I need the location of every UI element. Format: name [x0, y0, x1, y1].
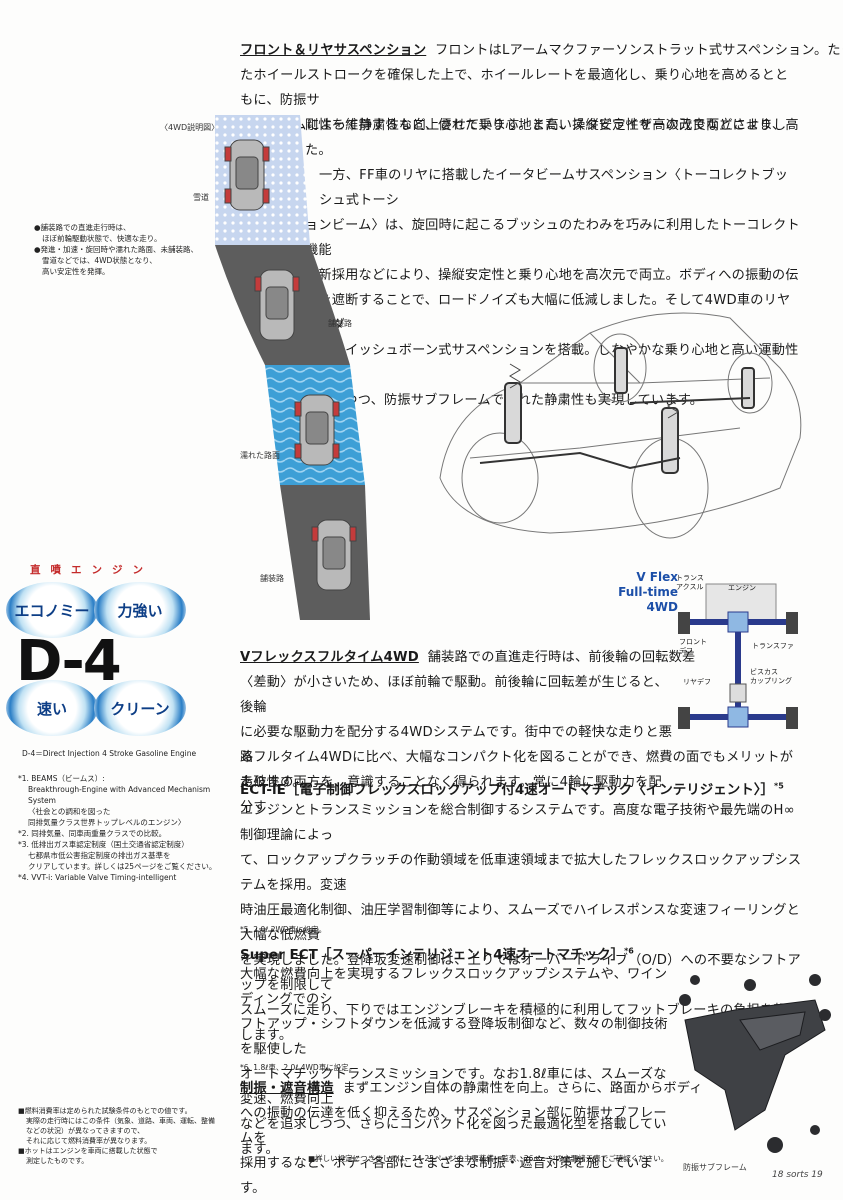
drivetrain-title: V Flex Full-time 4WD	[618, 570, 678, 614]
car-icon	[224, 139, 270, 211]
d4-caption: D-4＝Direct Injection 4 Stroke Gasoline E…	[22, 749, 197, 758]
suspension-car-illustration	[439, 312, 802, 539]
label-paved: 舗装路	[260, 574, 284, 583]
ect-heading: ECT-iE［電子制御フレックスロックアップ付4速オートマチック〈インテリジェン…	[240, 781, 784, 799]
ect-body: エンジンとトランスミッションを総合制御するシステムです。高度な電子技術や最先端の…	[240, 803, 802, 1043]
fourwd-note: ●舗装路での直進走行時は、 ほぼ前輪駆動状態で、快適な走り。 ●発進・加速・旋回…	[34, 223, 199, 276]
d4-power: 力強い	[94, 582, 186, 638]
label-paved: 舗装路	[328, 319, 352, 328]
suspension-line: たホイールストロークを確保した上で、ホイールレートを最適化し、乗り心地を高めると…	[240, 68, 789, 108]
bottom-note: ■詳しい設定につきましては、24-25ページの主要装備一覧表、26ページの主要諸…	[308, 1154, 669, 1163]
label-rear-diff: リヤデフ	[683, 678, 711, 686]
superect-heading: Super ECT［スーパーインテリジェント4速オートマチック］*6	[240, 946, 634, 964]
suspension-heading: フロント＆リヤサスペンション	[240, 43, 427, 58]
footnotes: *1. BEAMS（ビームス）: Breakthrough-Engine wit…	[18, 774, 217, 882]
vflex-heading: Vフレックスフルタイム4WD	[240, 650, 419, 665]
label-transfer: トランスファ	[752, 642, 794, 650]
vflex-section: Vフレックスフルタイム4WD 舗装路での直進走行時は、前後輪の回転数差 〈差動〉…	[240, 645, 695, 820]
superect-note: *6. 1.8ℓ車、2.0ℓ 4WD車に設定。	[240, 1063, 357, 1072]
subframe-illustration	[679, 974, 831, 1153]
suspension-line: 剛性を維持するなど、優れた乗り心地と高い操縦安定性を高次元で両立させました。	[305, 118, 787, 158]
suspension-line: ョンビーム〉は、旋回時に起こるブッシュのたわみを巧みに利用したトーコレクト機能	[305, 218, 800, 258]
suspension-line: フロントはLアームマクファーソンストラット式サスペンション。たっぷりとし	[435, 43, 843, 58]
label-viscous: ビスカス カップリング	[750, 668, 792, 685]
d4-clean: クリーン	[94, 680, 186, 736]
vflex-line: 〈差動〉が小さいため、ほぼ前輪で駆動。前後輪に回転差が生じると、後輪	[240, 675, 668, 715]
subframe-caption: 防振サブフレーム	[683, 1163, 747, 1172]
bottom-left-notes: ■燃料消費率は定められた試験条件のもとでの値です。 実際の走行時にはこの条件（気…	[18, 1107, 215, 1165]
vflex-last-line: るフルタイム4WDに比べ、大幅なコンパクト化を図ることができ、燃費の面でもメリッ…	[240, 750, 794, 790]
page-number: 18 sorts 19	[772, 1170, 823, 1180]
d4-economy: エコノミー	[6, 582, 98, 638]
suspension-section: フロント＆リヤサスペンション フロントはLアームマクファーソンストラット式サスペ…	[240, 38, 843, 163]
label-transaxle: トランス アクスル	[676, 574, 704, 591]
fourwd-diagram-title: 〈4WD説明図〉	[160, 123, 220, 132]
noise-heading: 制振・遮音構造	[240, 1081, 334, 1096]
drivetrain-diagram	[678, 583, 798, 729]
label-wet: 濡れた路面	[240, 451, 280, 460]
vflex-line: 走破性の両方を、意識することなく得られます。常に4輪に駆動力を配分す	[240, 775, 662, 815]
suspension-line: の新採用などにより、操縦安定性と乗り心地を高次元で両立。ボディへの振動の伝	[305, 268, 799, 283]
superect-body: 大幅な燃費向上を実現するフレックスロックアップシステムや、ワインディングでのシ …	[240, 967, 668, 1157]
vflex-line: に必要な駆動力を配分する4WDシステムです。街中での軽快な走りと悪路	[240, 725, 673, 765]
fourwd-road-illustration	[215, 115, 370, 620]
suspension-section-cont: 剛性を維持するなど、優れた乗り心地と高い操縦安定性を高次元で両立させました。 一…	[305, 113, 800, 413]
suspension-line: 一方、FF車のリヤに搭載したイータビームサスペンション〈トーコレクトブッシュ式ト…	[319, 168, 789, 208]
d4-label: 直噴エンジン	[30, 564, 153, 576]
label-engine: エンジン	[728, 584, 756, 592]
noise-section: 制振・遮音構造 まずエンジン自体の静粛性を向上。さらに、路面からボディ への振動…	[240, 1081, 703, 1196]
label-snow: 雪道	[193, 193, 209, 202]
ect-note: *5. 2.0ℓ 2WD車に設定。	[240, 925, 327, 934]
d4-fast: 速い	[6, 680, 98, 736]
label-front-diff: フロント デフ	[679, 638, 707, 655]
